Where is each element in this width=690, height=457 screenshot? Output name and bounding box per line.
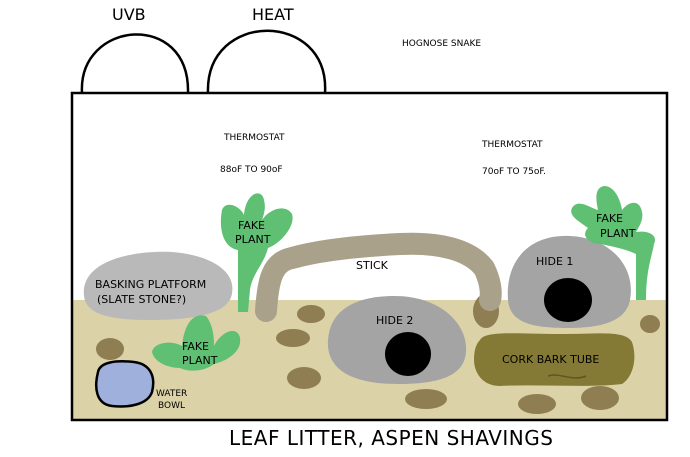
pebble (518, 394, 556, 414)
uvb-lamp (80, 33, 190, 94)
fake-plant-bottom (152, 315, 241, 371)
heat-lamp (206, 29, 327, 94)
pebble (287, 367, 321, 389)
pebble (640, 315, 660, 333)
substrate-caption: LEAF LITTER, ASPEN SHAVINGS (229, 426, 553, 450)
basking-platform (83, 251, 233, 320)
heat-label: HEAT (252, 5, 294, 24)
stick-label: STICK (356, 259, 389, 272)
plant-top-label-line2: PLANT (235, 233, 271, 246)
pebble (297, 305, 325, 323)
hide-2-label: HIDE 2 (376, 314, 413, 327)
pebble (96, 338, 124, 360)
water-label-line1: WATER (156, 389, 187, 399)
pebble (405, 389, 447, 409)
cool-thermostat-label: THERMOSTAT (481, 140, 543, 150)
warm-thermostat-label: THERMOSTAT (223, 133, 285, 143)
water-label-line2: BOWL (158, 401, 185, 411)
hide-1-label: HIDE 1 (536, 255, 573, 268)
fake-plant-right (571, 186, 656, 300)
hide-1-entrance (544, 278, 592, 322)
warm-thermostat-range: 88oF TO 90oF (220, 165, 283, 175)
pebbles (96, 294, 660, 414)
water-bowl (95, 360, 155, 408)
basking-label-line1: BASKING PLATFORM (95, 278, 206, 291)
cork-label: CORK BARK TUBE (502, 353, 599, 366)
plant-bottom-label-line1: FAKE (182, 340, 209, 353)
cork-bark-texture (547, 374, 587, 379)
plant-right-label-line1: FAKE (596, 212, 623, 225)
plant-bottom-label-line2: PLANT (182, 354, 218, 367)
animal-label: HOGNOSE SNAKE (402, 39, 481, 49)
pebble (276, 329, 310, 347)
hide-2-entrance (385, 332, 431, 376)
basking-label-line2: (SLATE STONE?) (97, 293, 186, 306)
cool-thermostat-range: 70oF TO 75oF. (482, 167, 546, 177)
fake-plant-top (220, 193, 293, 312)
enclosure-outline (70, 91, 669, 422)
stick (255, 232, 502, 322)
pebble (581, 386, 619, 410)
plant-right-label-line2: PLANT (600, 227, 636, 240)
uvb-label: UVB (112, 5, 146, 24)
cork-bark-tube (474, 333, 635, 386)
plant-top-label-line1: FAKE (238, 219, 265, 232)
